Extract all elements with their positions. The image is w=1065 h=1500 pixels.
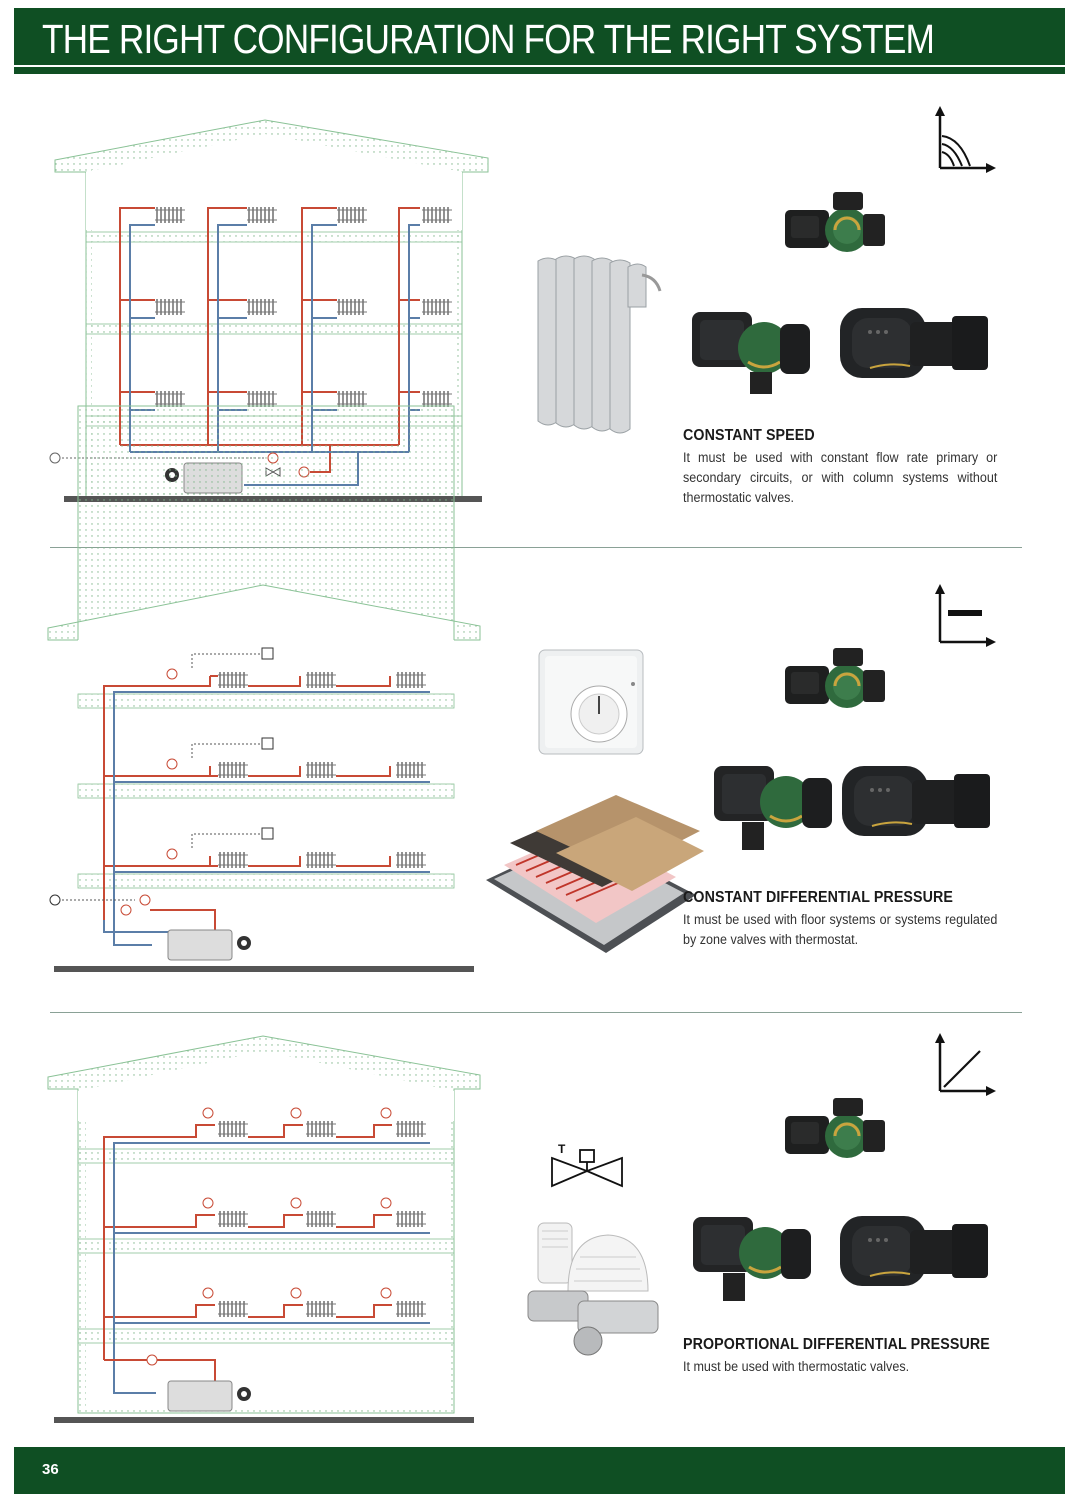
- thermostatic-valve-system-diagram: [47, 1035, 481, 1423]
- thermostatic-valve-image: [527, 1222, 659, 1356]
- section-title: CONSTANT DIFFERENTIAL PRESSURE: [683, 889, 954, 906]
- section-text: It must be used with floor systems or sy…: [683, 912, 998, 947]
- constant-speed-curve-icon: [935, 106, 996, 173]
- section-text: It must be used with constant flow rate …: [683, 450, 998, 505]
- page-footer: 36: [14, 1447, 1065, 1494]
- constant-speed-description: CONSTANT SPEED It must be used with cons…: [683, 427, 997, 508]
- section-divider: [50, 547, 1022, 548]
- circulator-pump-small-image: [783, 646, 887, 710]
- section-title: PROPORTIONAL DIFFERENTIAL PRESSURE: [683, 1336, 990, 1353]
- header-rule: [14, 65, 1065, 67]
- cast-iron-radiator-image: [537, 255, 662, 434]
- circulator-pump-electronic-image: [693, 1217, 811, 1301]
- page-title: THE RIGHT CONFIGURATION FOR THE RIGHT SY…: [42, 16, 935, 62]
- section-title: CONSTANT SPEED: [683, 427, 815, 444]
- page-header: THE RIGHT CONFIGURATION FOR THE RIGHT SY…: [14, 8, 1065, 74]
- circulator-pump-small-image: [783, 1096, 887, 1160]
- underfloor-heating-image: [486, 795, 704, 953]
- circulator-pump-large-image: [841, 765, 991, 837]
- section-proportional-differential-pressure: T PROPORTIONAL DIFFERENTIAL PRESSURE It …: [0, 1025, 1065, 1445]
- thermostatic-valve-symbol-icon: T: [551, 1142, 623, 1188]
- circulator-pump-electronic-image: [692, 312, 810, 394]
- page-number: 36: [42, 1461, 59, 1478]
- section-divider: [50, 1012, 1022, 1013]
- zone-valve-system-diagram: [47, 405, 481, 972]
- valve-symbol-label: T: [558, 1142, 566, 1156]
- constant-pressure-description: CONSTANT DIFFERENTIAL PRESSURE It must b…: [683, 889, 997, 950]
- section-constant-differential-pressure: CONSTANT DIFFERENTIAL PRESSURE It must b…: [0, 405, 1065, 1000]
- room-thermostat-image: [538, 649, 644, 755]
- proportional-pressure-curve-icon: [935, 1033, 996, 1096]
- proportional-pressure-description: PROPORTIONAL DIFFERENTIAL PRESSURE It mu…: [683, 1336, 997, 1377]
- circulator-pump-large-image: [839, 307, 989, 379]
- circulator-pump-small-image: [783, 190, 887, 254]
- circulator-pump-electronic-image: [714, 766, 832, 850]
- constant-pressure-curve-icon: [935, 584, 996, 647]
- circulator-pump-large-image: [839, 1215, 989, 1287]
- section-text: It must be used with thermostatic valves…: [683, 1359, 910, 1374]
